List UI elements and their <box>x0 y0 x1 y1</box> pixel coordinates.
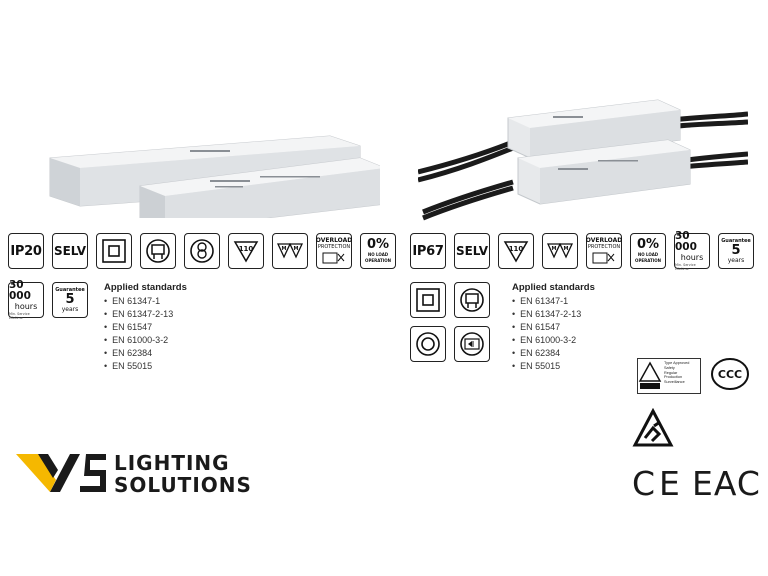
overload-label: OVERLOAD <box>585 236 623 244</box>
ccc-text: CCC <box>718 368 742 381</box>
svg-text:M: M <box>564 246 569 252</box>
tuv-line: Regular <box>664 370 678 375</box>
standard-item: EN 61547 <box>512 321 581 334</box>
svg-text:M: M <box>552 246 557 252</box>
protection-label: PROTECTION <box>317 244 351 250</box>
standard-item: EN 61000-3-2 <box>104 334 173 347</box>
standard-item: EN 61000-3-2 <box>512 334 581 347</box>
overload-protection-badge: OVERLOAD PROTECTION <box>316 233 352 269</box>
standard-item: EN 62384 <box>512 347 581 360</box>
class-ii-icon <box>96 233 132 269</box>
tuv-line: Type Approved <box>664 361 690 365</box>
guarantee-unit: years <box>727 257 745 264</box>
tuv-line: Surveillance <box>664 380 685 385</box>
svg-text:M: M <box>294 246 299 252</box>
selv-badge: SELV <box>52 233 88 269</box>
product-image-ip67 <box>418 99 748 221</box>
guarantee-number: 5 <box>731 243 741 258</box>
tuv-line: Production <box>664 375 683 380</box>
right-standards-list: EN 61347-1 EN 61347-2-13 EN 61547 EN 610… <box>512 295 581 373</box>
standard-item: EN 61347-1 <box>512 295 581 308</box>
ccc-mark-icon: CCC <box>711 358 749 390</box>
no-load-operation-badge: 0% NO LOAD OPERATION <box>360 233 396 269</box>
temperature-value: 110 <box>509 245 524 253</box>
no-load-label: NO LOAD <box>637 251 659 257</box>
product-image-ip20 <box>49 135 380 218</box>
no-load-operation-badge: 0% NO LOAD OPERATION <box>630 233 666 269</box>
temperature-110-icon: 110 <box>228 233 264 269</box>
lifetime-hours-badge: 30 000 hours Min. Service Lifetime <box>674 230 710 271</box>
hours-number: 30 000 <box>675 230 697 253</box>
hours-sub: Min. Service Lifetime <box>675 263 696 271</box>
guarantee-label: Guarantee <box>721 238 751 244</box>
guarantee-number: 5 <box>65 292 75 307</box>
temperature-value: 110 <box>239 245 254 253</box>
lifetime-hours-badge: 30 000 hours Min. Service Lifetime <box>8 279 44 320</box>
hours-label: hours <box>14 302 38 311</box>
standard-item: EN 61347-2-13 <box>104 308 173 321</box>
selv-badge: SELV <box>454 233 490 269</box>
no-load-percent: 0% <box>366 236 390 252</box>
overload-label: OVERLOAD <box>315 236 353 244</box>
safety-transformer-icon <box>184 233 220 269</box>
class-ii-icon <box>410 282 446 318</box>
ce-mark: CE <box>632 464 684 503</box>
standard-item: EN 62384 <box>104 347 173 360</box>
standard-item: EN 61347-2-13 <box>512 308 581 321</box>
guarantee-badge: Guarantee 5 years <box>52 282 88 318</box>
guarantee-unit: years <box>61 306 79 313</box>
ip67-badge: IP67 <box>410 233 446 269</box>
svg-text:M: M <box>282 246 287 252</box>
independent-control-gear-icon <box>454 282 490 318</box>
ip20-badge: IP20 <box>8 233 44 269</box>
tuv-line: Safety <box>664 365 675 370</box>
ip67-label: IP67 <box>412 243 444 259</box>
hours-sub: Min. Service Lifetime <box>9 312 30 320</box>
operation-label: OPERATION <box>635 258 661 263</box>
guarantee-label: Guarantee <box>55 287 85 293</box>
independent-control-gear-icon <box>140 233 176 269</box>
selv-label: SELV <box>53 244 87 258</box>
guarantee-badge: Guarantee 5 years <box>718 233 754 269</box>
standard-item: EN 55015 <box>104 360 173 373</box>
brand-line2: SOLUTIONS <box>114 473 252 497</box>
double-circle-icon <box>410 326 446 362</box>
eac-mark: EAC <box>692 464 761 503</box>
no-load-label: NO LOAD <box>367 251 389 257</box>
hours-label: hours <box>680 253 704 262</box>
vs-logo-icon <box>16 454 106 492</box>
no-load-percent: 0% <box>636 236 660 252</box>
left-standards-list: EN 61347-1 EN 61347-2-13 EN 61547 EN 610… <box>104 295 173 373</box>
operation-label: OPERATION <box>365 258 391 263</box>
standard-item: EN 55015 <box>512 360 581 373</box>
tuv-certificate-badge: Type Approved Safety Regular Production … <box>637 358 701 394</box>
selv-label: SELV <box>455 244 489 258</box>
protection-label: PROTECTION <box>587 244 621 250</box>
overload-protection-badge: OVERLOAD PROTECTION <box>586 233 622 269</box>
tuv-triangle-icon <box>638 361 662 389</box>
temperature-110-icon: 110 <box>498 233 534 269</box>
rcm-mark-icon <box>632 408 674 447</box>
led-module-icon <box>454 326 490 362</box>
standard-item: EN 61347-1 <box>104 295 173 308</box>
left-standards-title: Applied standards <box>104 282 187 293</box>
brand-line1: LIGHTING <box>114 451 230 475</box>
right-standards-title: Applied standards <box>512 282 595 293</box>
hours-number: 30 000 <box>9 279 31 302</box>
standard-item: EN 61547 <box>104 321 173 334</box>
ip20-label: IP20 <box>10 243 42 259</box>
